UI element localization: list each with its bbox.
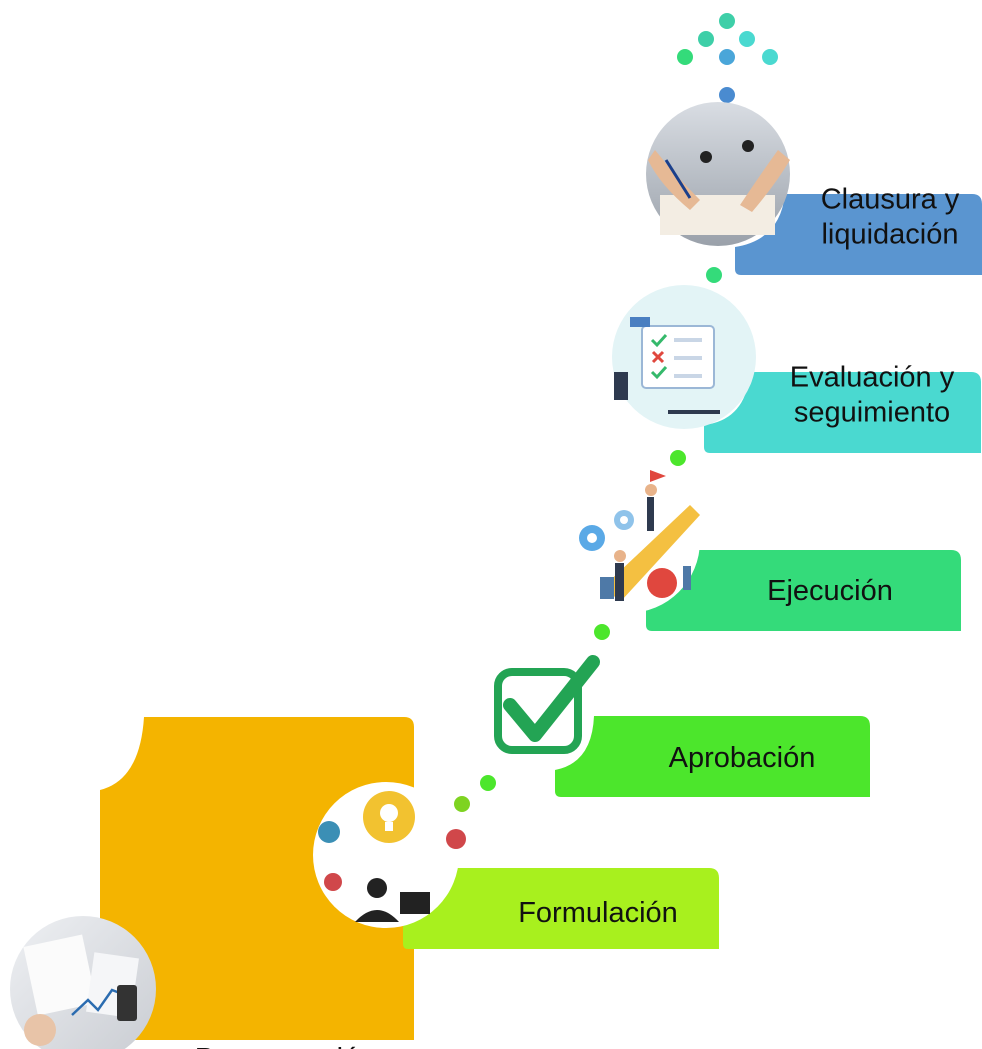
stage-formulacion: Formulación [313, 782, 719, 949]
label-line: Formulación [518, 897, 678, 929]
stage-label-ejecucion: Ejecución [767, 575, 893, 607]
checklist-evaluation-icon [612, 285, 756, 429]
stage-ejecucion: Ejecución [556, 469, 961, 631]
stage-label-programacion: Programación [195, 1043, 376, 1049]
label-line: Aprobación [669, 742, 816, 774]
stage-box-programacion [100, 717, 414, 1040]
stage-box-ejecucion [646, 550, 961, 631]
stage-box-aprobacion [555, 716, 870, 797]
stage-label-aprobacion: Aprobación [669, 742, 816, 774]
label-line: seguimiento [794, 397, 950, 429]
label-line: Ejecución [767, 575, 893, 607]
team-execution-illustration [556, 469, 700, 613]
business-charts-photo [10, 916, 156, 1049]
stage-box-formulacion [403, 868, 719, 949]
idea-planning-icon [313, 782, 466, 928]
label-line: liquidación [821, 219, 958, 251]
stage-box-evaluacion [704, 372, 981, 453]
label-line: Evaluación y [790, 362, 955, 394]
signing-documents-photo [646, 102, 790, 246]
label-line: Programación [195, 1043, 376, 1049]
checkmark-icon [494, 655, 600, 754]
stage-aprobacion: Aprobación [494, 655, 870, 797]
top-dots-decoration [677, 13, 778, 103]
stage-box-clausura [735, 194, 982, 275]
stage-label-formulacion: Formulación [518, 897, 678, 929]
stage-programacion: Programación [10, 717, 414, 1049]
label-line: Clausura y [821, 184, 960, 216]
